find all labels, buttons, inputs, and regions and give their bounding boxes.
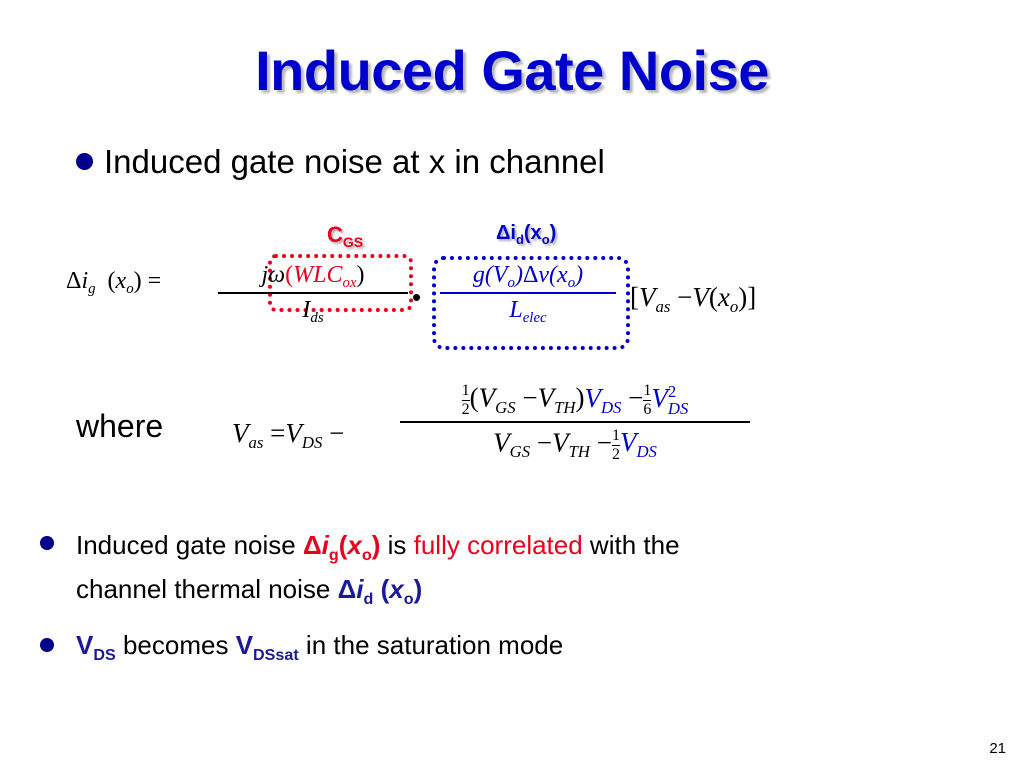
cgs-label: CGS [327,222,364,250]
where-label: where [76,408,164,444]
multiply-dot: • [412,282,422,312]
cgs-highlight-box [268,254,413,312]
eq1-fraction-1: jω(WLCox) Ids [218,262,408,326]
eq1-lhs: i [81,268,89,294]
slide-title: Induced Gate Noise [255,39,769,102]
bullet-text-2-line-1: Induced gate noise Δig(xo) is fully corr… [76,530,680,564]
eq1-tail: [Vas −V(xo)] [630,282,757,316]
id-highlight-box [432,256,630,350]
eq1-fraction-2: g(Vo)Δv(xo) Lelec [440,262,616,326]
bullet-text-1: Induced gate noise at x in channel [104,143,605,180]
bullet-dot [76,153,93,170]
bullet-dot [40,638,54,652]
id-label: Δid(xo) [496,222,557,247]
bullet-text-3: VDS becomes VDSsat in the saturation mod… [76,630,564,664]
equation-induced-gate-noise: Δig (xo) = [66,268,162,298]
bullet-text-2-line-2: channel thermal noise Δid (xo) [76,574,423,608]
equation-vas: Vas =VDS − [232,418,345,452]
page-number: 21 [989,740,1006,757]
bullet-dot [40,536,54,550]
